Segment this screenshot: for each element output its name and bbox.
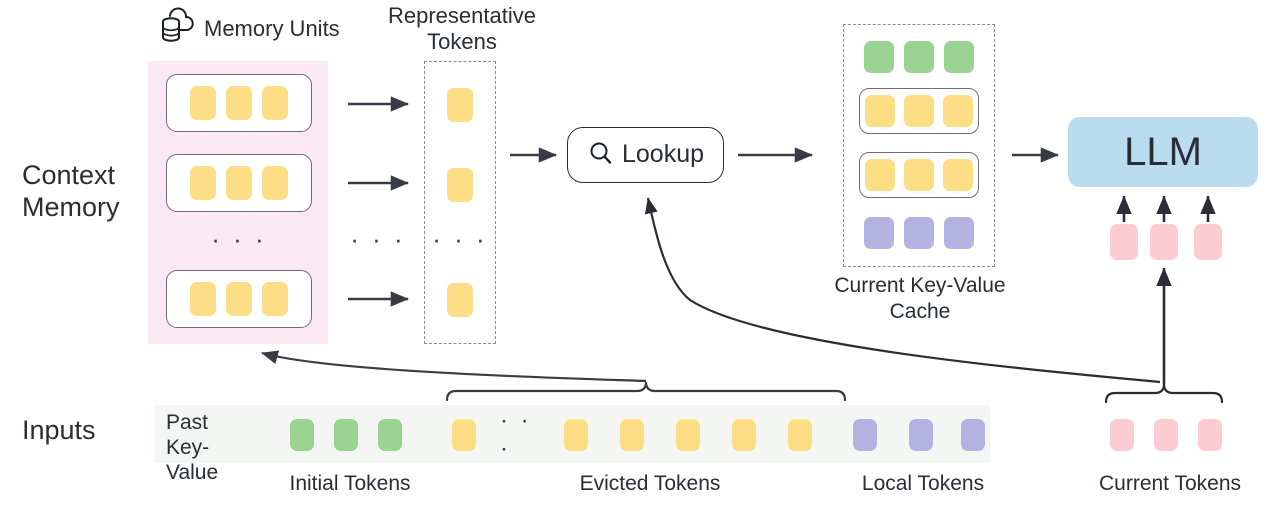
- input-token-current: [1110, 419, 1134, 451]
- memory-token: [226, 282, 252, 316]
- past-key-value-label: Past Key-Value: [166, 411, 219, 485]
- representative-tokens-title: Representative Tokens: [388, 3, 536, 54]
- representative-tokens-ellipsis: · · ·: [432, 224, 488, 254]
- representative-token: [447, 168, 473, 202]
- kv-token-retrieved: [904, 159, 934, 191]
- kv-token-retrieved: [943, 159, 973, 191]
- kv-cache-row-retrieved: [859, 152, 979, 198]
- memory-token: [190, 86, 216, 120]
- kv-token-initial: [944, 41, 974, 73]
- evicted-tokens-ellipsis: · · ·: [500, 407, 532, 462]
- kv-token-initial: [864, 41, 894, 73]
- input-token-evicted: [676, 419, 700, 451]
- input-token-evicted: [620, 419, 644, 451]
- llm-input-token: [1150, 224, 1178, 260]
- kv-token-retrieved: [904, 95, 934, 127]
- kv-token-retrieved: [943, 95, 973, 127]
- input-token-local: [853, 419, 877, 451]
- kv-cache-row-initial: [864, 38, 974, 76]
- memory-token: [190, 282, 216, 316]
- kv-cache-row-local: [864, 214, 974, 252]
- llm-box[interactable]: LLM: [1068, 117, 1258, 187]
- caption-local-tokens: Local Tokens: [861, 472, 985, 495]
- memory-token: [262, 282, 288, 316]
- kv-token-local: [864, 217, 894, 249]
- kv-token-local: [944, 217, 974, 249]
- input-token-evicted: [564, 419, 588, 451]
- arrow-evicted-to-context-memory: [261, 350, 647, 383]
- context-memory-row-label: Context Memory: [22, 160, 120, 222]
- caption-evicted-tokens: Evicted Tokens: [579, 472, 721, 495]
- llm-label: LLM: [1124, 129, 1202, 174]
- lookup-label: Lookup: [621, 140, 705, 169]
- memory-token: [262, 166, 288, 200]
- input-token-local: [961, 419, 985, 451]
- kv-token-retrieved: [865, 159, 895, 191]
- memory-unit[interactable]: [166, 270, 312, 328]
- input-token-evicted: [452, 419, 476, 451]
- input-token-current: [1198, 419, 1222, 451]
- memory-units-label: Memory Units: [204, 15, 340, 41]
- kv-token-local: [904, 217, 934, 249]
- arrows-column-ellipsis: · · ·: [350, 224, 406, 254]
- representative-token: [447, 283, 473, 317]
- llm-input-token: [1110, 224, 1138, 260]
- memory-token: [226, 166, 252, 200]
- representative-tokens-box: [424, 61, 496, 344]
- kv-cache-row-retrieved: [859, 88, 979, 134]
- input-token-evicted: [788, 419, 812, 451]
- input-token-initial: [378, 419, 402, 451]
- current-kv-cache-caption: Current Key-Value Cache: [834, 274, 1006, 324]
- caption-initial-tokens: Initial Tokens: [289, 472, 411, 495]
- input-token-initial: [290, 419, 314, 451]
- lookup-node[interactable]: Lookup: [567, 127, 724, 183]
- kv-token-initial: [904, 41, 934, 73]
- brace-evicted-tokens: [445, 381, 847, 402]
- input-token-current: [1154, 419, 1178, 451]
- caption-current-tokens: Current Tokens: [1098, 472, 1242, 495]
- search-icon: [587, 139, 615, 172]
- input-token-evicted: [732, 419, 756, 451]
- memory-units-header: Memory Units: [158, 6, 340, 51]
- cloud-database-icon: [158, 6, 196, 51]
- inputs-row-label: Inputs: [22, 415, 96, 445]
- memory-token: [190, 166, 216, 200]
- input-token-local: [909, 419, 933, 451]
- memory-unit[interactable]: [166, 154, 312, 212]
- llm-input-token: [1194, 224, 1222, 260]
- kv-token-retrieved: [865, 95, 895, 127]
- representative-token: [447, 88, 473, 122]
- memory-unit[interactable]: [166, 74, 312, 132]
- memory-token: [262, 86, 288, 120]
- input-token-initial: [334, 419, 358, 451]
- brace-current-tokens: [1104, 383, 1224, 404]
- memory-units-ellipsis: · · ·: [211, 224, 267, 254]
- memory-token: [226, 86, 252, 120]
